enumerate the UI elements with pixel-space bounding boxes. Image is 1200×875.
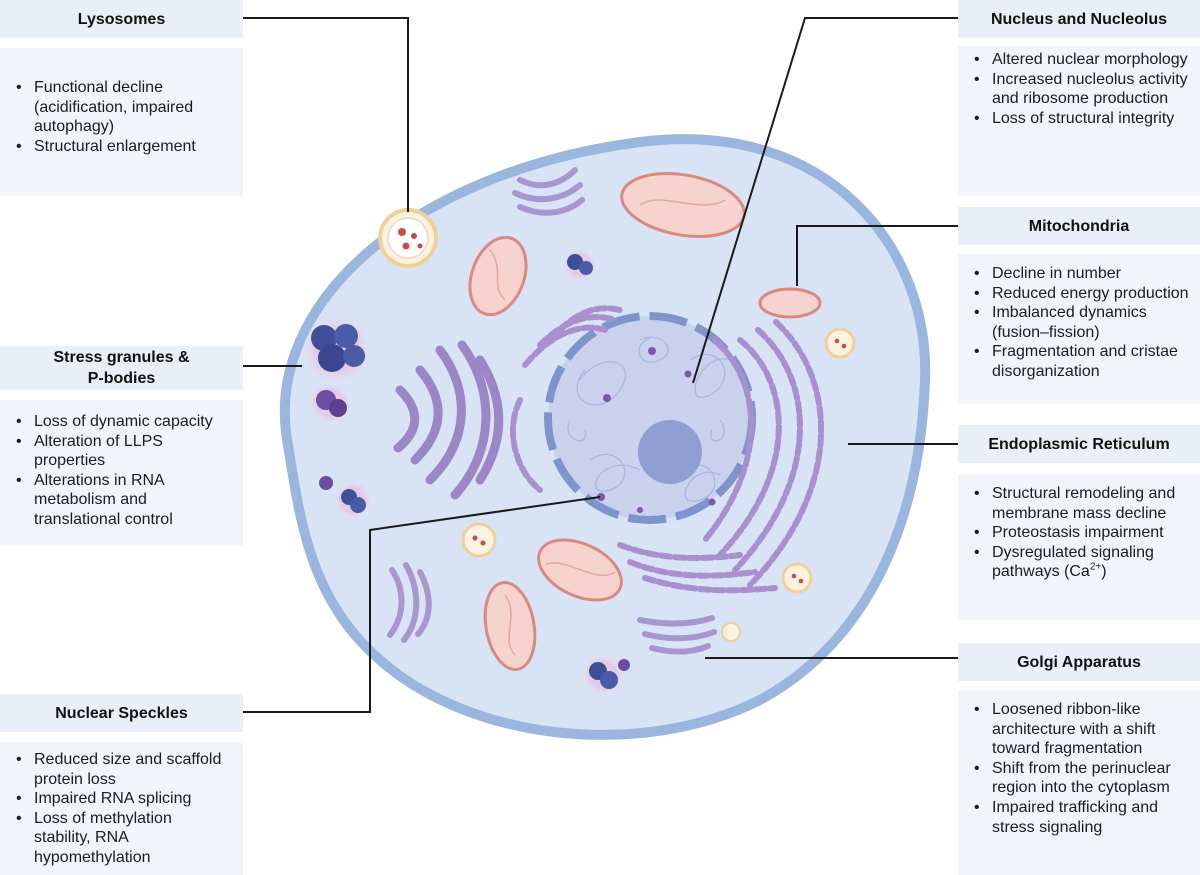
lysosomes-body: Functional decline (acidification, impai…: [0, 48, 243, 196]
connector-nucleus: [692, 17, 958, 384]
nuclear-speckles-list: Reduced size and scaffold protein loss I…: [0, 750, 231, 868]
golgi-apparatus: [393, 340, 504, 500]
connector-mitochondria: [796, 225, 958, 286]
nucleus-list: Altered nuclear morphology Increased nuc…: [958, 50, 1190, 128]
nuclear-speckles-item: Impaired RNA splicing: [16, 789, 231, 809]
mitochondria-title-text: Mitochondria: [1028, 217, 1130, 235]
nucleus-item: Altered nuclear morphology: [974, 50, 1190, 70]
golgi-item: Loosened ribbon-like architecture with a…: [974, 700, 1190, 759]
stress-granules-item: Alterations in RNA metabolism and transl…: [16, 471, 233, 530]
endoplasmic-reticulum: [510, 305, 825, 594]
stress-granules-title-line2: P-bodies: [87, 370, 156, 387]
golgi-item: Shift from the perinuclear region into t…: [974, 759, 1190, 798]
mitochondria-item: Fragmentation and cristae disorganizatio…: [974, 342, 1190, 381]
lysosomes-item: Structural enlargement: [16, 137, 231, 157]
stress-granules-title-line1: Stress granules &: [53, 349, 190, 366]
er-item-calcium-text: Dysregulated signaling pathways (Ca: [992, 543, 1154, 581]
nucleolus: [638, 420, 702, 484]
golgi-body: Loosened ribbon-like architecture with a…: [958, 690, 1200, 875]
nuclear-speckles-title-text: Nuclear Speckles: [55, 704, 188, 722]
nucleus-item: Loss of structural integrity: [974, 109, 1190, 129]
golgi-small-top: [512, 167, 585, 216]
lysosomes-title: Lysosomes: [0, 0, 243, 38]
stress-granules-item: Loss of dynamic capacity: [16, 412, 233, 432]
lysosomes-item: Functional decline (acidification, impai…: [16, 78, 231, 137]
stress-granules-body: Loss of dynamic capacity Alteration of L…: [0, 400, 243, 545]
golgi-item: Impaired trafficking and stress signalin…: [974, 798, 1190, 837]
er-item-calcium: Dysregulated signaling pathways (Ca2+): [974, 543, 1190, 582]
connector-nuclear-speckles: [243, 496, 601, 713]
mitochondria-item: Decline in number: [974, 264, 1190, 284]
calcium-superscript: 2+: [1089, 562, 1102, 574]
mitochondria-item: Reduced energy production: [974, 284, 1190, 304]
golgi-list: Loosened ribbon-like architecture with a…: [958, 700, 1190, 837]
golgi-title: Golgi Apparatus: [958, 643, 1200, 681]
er-title-text: Endoplasmic Reticulum: [988, 435, 1170, 453]
er-item-calcium-end: ): [1101, 563, 1107, 581]
golgi-title-text: Golgi Apparatus: [1017, 653, 1141, 671]
mitochondria-title: Mitochondria: [958, 207, 1200, 245]
nucleus-body: Altered nuclear morphology Increased nuc…: [958, 46, 1200, 196]
nucleus-title: Nucleus and Nucleolus: [958, 0, 1200, 38]
nuclear-speckles-title: Nuclear Speckles: [0, 694, 243, 732]
stress-granules: [301, 247, 630, 697]
nuclear-speckles-body: Reduced size and scaffold protein loss I…: [0, 742, 243, 875]
nucleus-item: Increased nucleolus activity and ribosom…: [974, 70, 1190, 109]
nucleus-title-text: Nucleus and Nucleolus: [990, 10, 1168, 28]
lysosomes: [378, 208, 856, 642]
er-item: Structural remodeling and membrane mass …: [974, 484, 1190, 523]
er-item: Proteostasis impairment: [974, 523, 1190, 543]
mitochondria-item: Imbalanced dynamics (fusion–fission): [974, 303, 1190, 342]
stress-granules-list: Loss of dynamic capacity Alteration of L…: [0, 412, 233, 530]
stress-granules-title: Stress granules & P-bodies: [0, 346, 243, 390]
er-body: Structural remodeling and membrane mass …: [958, 474, 1200, 620]
golgi-small-left: [387, 562, 432, 643]
er-title: Endoplasmic Reticulum: [958, 425, 1200, 463]
er-list: Structural remodeling and membrane mass …: [958, 484, 1190, 582]
lysosomes-list: Functional decline (acidification, impai…: [0, 78, 231, 156]
nucleus: [544, 312, 756, 524]
mitochondria-body: Decline in number Reduced energy product…: [958, 254, 1200, 404]
lysosomes-title-text: Lysosomes: [77, 10, 166, 28]
nuclear-speckles-item: Reduced size and scaffold protein loss: [16, 750, 231, 789]
connector-lysosomes: [243, 17, 409, 212]
stress-granules-item: Alteration of LLPS properties: [16, 432, 233, 471]
golgi-small-bottom: [637, 615, 717, 655]
connector-lines: [243, 17, 958, 713]
mitochondria-list: Decline in number Reduced energy product…: [958, 264, 1190, 382]
nuclear-speckles-item: Loss of methylation stability, RNA hypom…: [16, 809, 231, 868]
